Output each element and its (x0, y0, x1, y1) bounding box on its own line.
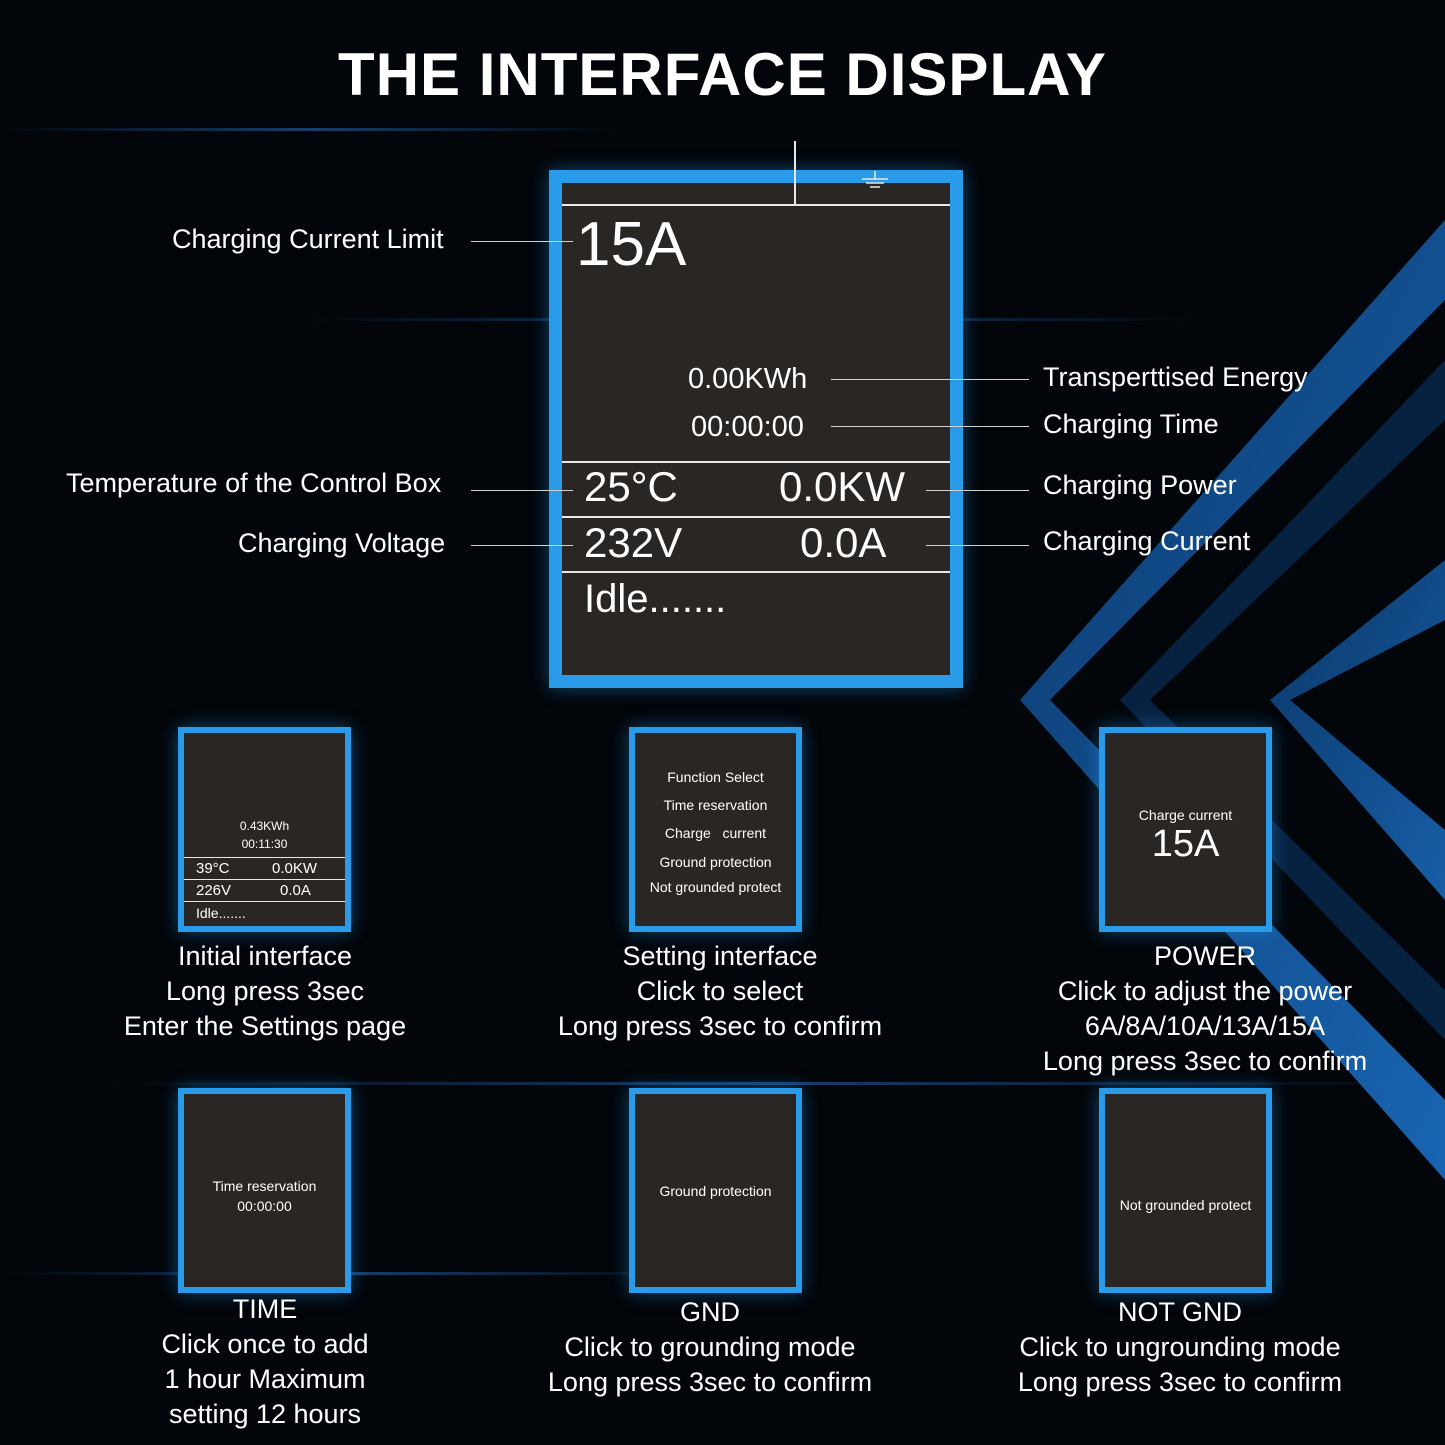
temperature-value: 25°C (584, 463, 678, 510)
initial-caption: Initial interface Long press 3sec Enter … (123, 941, 407, 1041)
bg-streak (100, 1082, 1440, 1085)
not-gnd-caption: NOT GND Click to ungrounding mode Long p… (1017, 1297, 1343, 1397)
setting-item: Time reservation (663, 797, 768, 813)
power-value: 15A (1151, 823, 1220, 865)
setting-item: Function Select (667, 769, 764, 785)
initial-temperature: 39°C (196, 860, 230, 877)
time-value: 00:00:00 (237, 1198, 292, 1214)
power-screen: Charge current 15A (1099, 727, 1272, 932)
initial-screen: 0.43KWh 00:11:30 39°C 0.0KW 226V 0.0A Id… (178, 727, 351, 932)
not-gnd-screen: Not grounded protect (1099, 1088, 1272, 1293)
callout-voltage: Charging Voltage (238, 528, 446, 558)
time-label: Time reservation (212, 1178, 317, 1194)
current-value: 0.0A (800, 519, 887, 566)
initial-time: 00:11:30 (241, 837, 288, 851)
setting-screen: Function Select Time reservation Charge … (629, 727, 802, 932)
voltage-value: 232V (584, 519, 683, 566)
time-caption: TIME Click once to add 1 hour Maximum se… (161, 1294, 369, 1429)
energy-value: 0.00KWh (688, 363, 808, 395)
gnd-caption: GND Click to grounding mode Long press 3… (547, 1297, 873, 1397)
not-gnd-label: Not grounded protect (1119, 1197, 1252, 1213)
setting-item: Ground protection (659, 854, 772, 870)
power-label: Charge current (1138, 807, 1233, 823)
power-caption: POWER Click to adjust the power 6A/8A/10… (1042, 941, 1368, 1076)
current-limit-value: 15A (576, 210, 687, 279)
setting-item: Charge current (664, 825, 767, 841)
initial-current: 0.0A (280, 882, 311, 899)
time-value: 00:00:00 (691, 411, 804, 443)
initial-voltage: 226V (196, 882, 232, 899)
bg-streak (0, 128, 620, 131)
gnd-screen: Ground protection (629, 1088, 802, 1293)
main-display: 15A 0.00KWh 00:00:00 25°C 0.0KW 232V 0.0… (549, 141, 963, 688)
setting-item: Not grounded protect (649, 879, 782, 895)
callout-power: Charging Power (1043, 470, 1237, 500)
callout-energy: Transperttised Energy (1043, 362, 1308, 392)
callout-time: Charging Time (1043, 409, 1219, 439)
initial-power: 0.0KW (272, 860, 318, 877)
time-screen: Time reservation 00:00:00 (178, 1088, 351, 1293)
page-title: THE INTERFACE DISPLAY (338, 41, 1107, 108)
setting-caption: Setting interface Click to select Long p… (557, 941, 883, 1041)
callout-temperature: Temperature of the Control Box (66, 468, 442, 498)
status-value: Idle....... (584, 577, 727, 621)
initial-status: Idle....... (196, 905, 246, 921)
callout-current-limit: Charging Current Limit (172, 224, 444, 254)
power-value: 0.0KW (779, 463, 906, 510)
initial-energy: 0.43KWh (239, 819, 290, 833)
callout-current: Charging Current (1043, 526, 1251, 556)
gnd-label: Ground protection (659, 1183, 772, 1199)
ground-symbol-icon (862, 171, 888, 188)
